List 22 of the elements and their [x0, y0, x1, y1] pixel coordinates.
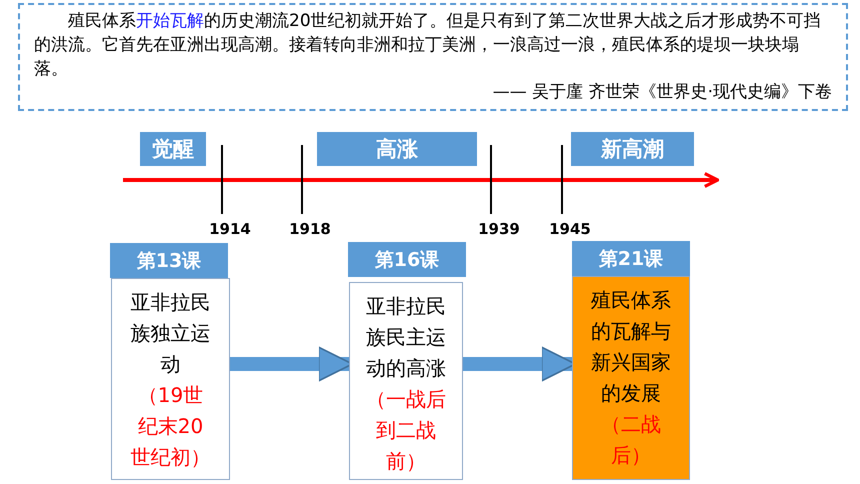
- year-label: 1939: [477, 220, 521, 238]
- quote-text: 殖民体系开始瓦解的历史潮流20世纪初就开始了。但是只有到了第二次世界大战之后才形成势不可挡的洪流。它首先在亚洲出现高潮。接着转向非洲和拉丁美洲，一浪高过一浪，殖民体系的堤坝一块块塌落。: [34, 10, 822, 81]
- citation-text: —— 吴于廑 齐世荣《世界史·现代史编》下卷: [492, 81, 832, 103]
- period-text: （19世纪末20世纪初）: [130, 382, 212, 471]
- year-label: 1945: [548, 220, 592, 238]
- content-box: [349, 282, 463, 480]
- stage-label: 新高潮: [571, 132, 694, 166]
- period-text: （一战后到二战前）: [366, 386, 446, 475]
- stage-label: 觉醒: [140, 132, 206, 166]
- topic-text: 殖民体系的瓦解与新兴国家的发展: [590, 287, 672, 407]
- period-text: （二战后）: [600, 411, 662, 469]
- year-label: 1918: [288, 220, 332, 238]
- lesson-header: 第16课: [348, 242, 466, 277]
- content-box: [572, 276, 690, 480]
- topic-text: 亚非拉民族独立运动: [130, 289, 212, 378]
- content-box: [111, 278, 230, 480]
- stage-label: 高涨: [317, 132, 477, 166]
- year-label: 1914: [208, 220, 252, 238]
- quote-box: [18, 3, 848, 111]
- lesson-header: 第13课: [110, 243, 228, 278]
- lesson-header: 第21课: [572, 241, 690, 276]
- topic-text: 亚非拉民族民主运动的高涨: [366, 293, 446, 382]
